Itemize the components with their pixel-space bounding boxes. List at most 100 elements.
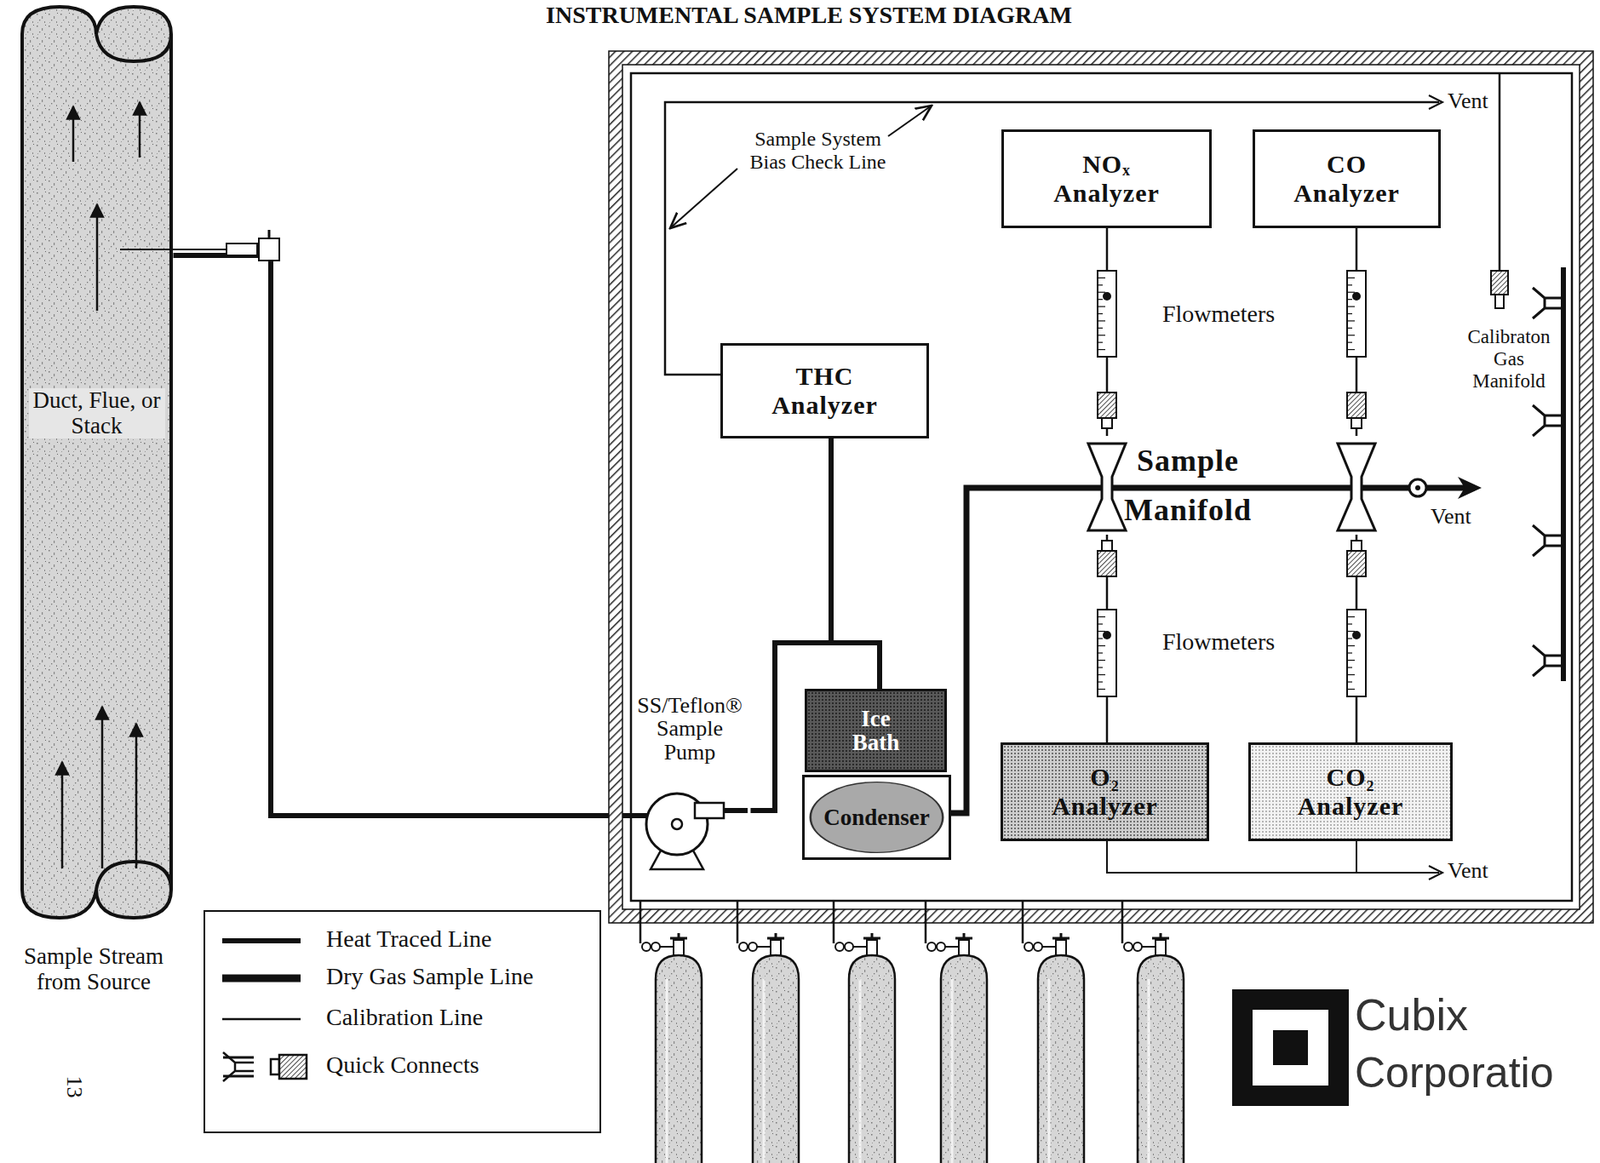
flowmeter — [1097, 284, 1103, 286]
flowmeter — [1347, 284, 1353, 286]
manifold-coupler — [1088, 443, 1126, 531]
flowmeter — [1347, 659, 1355, 661]
flowmeter — [1347, 666, 1353, 668]
gas-cylinder — [958, 940, 970, 956]
quick-connect-plug — [1347, 392, 1366, 429]
gas-cylinder — [832, 900, 836, 944]
probe-valve — [258, 238, 280, 261]
flowmeter — [1097, 313, 1103, 315]
flowmeter — [1347, 349, 1355, 350]
calibration-line — [1498, 73, 1502, 273]
quick-connect-plug — [1351, 418, 1362, 429]
node-label: SS/Teflon® Sample Pump — [636, 693, 742, 764]
flowmeter — [1347, 305, 1355, 307]
diagram-title: INSTRUMENTAL SAMPLE SYSTEM DIAGRAM — [459, 1, 1159, 29]
flowmeter — [1097, 277, 1106, 279]
company-logo — [1232, 989, 1349, 1107]
flowmeters — [1088, 270, 1376, 697]
quick-connect-plug — [1347, 550, 1366, 577]
quick-connect-socket — [1532, 405, 1561, 436]
gas-cylinder — [951, 979, 954, 1163]
gas-cylinder — [853, 946, 867, 948]
gas-cylinder — [1133, 942, 1142, 952]
flowmeter — [1097, 270, 1117, 357]
flowmeter — [1097, 342, 1103, 344]
gas-cylinder — [1141, 946, 1156, 948]
legend-sample-quick-connect — [279, 1055, 307, 1079]
gas-cylinder — [1124, 942, 1133, 952]
flowmeter — [1347, 327, 1353, 329]
vent-arrow — [1428, 95, 1443, 109]
manifold-coupler — [1337, 443, 1376, 531]
gas-cylinder — [936, 942, 946, 952]
quick-connect-plug — [1097, 540, 1117, 577]
quick-connect-plug — [1097, 550, 1117, 577]
vent-label: Vent — [1447, 858, 1489, 884]
gas-cylinder — [640, 900, 702, 1163]
gas-cylinder — [748, 942, 757, 952]
flow-arrows — [61, 762, 64, 869]
gas-cylinder — [833, 900, 895, 1163]
flowmeter — [1347, 609, 1366, 697]
gas-cylinder — [770, 940, 781, 956]
gas-cylinder — [756, 946, 771, 948]
gas-cylinder — [866, 940, 878, 956]
sample-pump: SS/Teflon® Sample Pump — [628, 693, 751, 873]
node-label: CO₂ Analyzer — [1297, 762, 1405, 822]
gas-cylinder — [1037, 955, 1084, 1163]
flow-arrows — [135, 723, 138, 869]
legend-label: Calibration Line — [326, 1003, 483, 1032]
gas-cylinder — [1155, 940, 1166, 956]
flowmeter — [1097, 674, 1106, 676]
gas-cylinders — [640, 900, 1184, 1163]
gas-cylinder — [639, 900, 643, 944]
quick-connect-plug — [1347, 540, 1366, 577]
gas-cylinder — [1024, 942, 1033, 952]
flowmeter — [1347, 270, 1366, 357]
flowmeter — [1347, 313, 1353, 315]
flowmeter — [1097, 334, 1106, 336]
flowmeter — [1097, 652, 1103, 654]
node-label: O₂ Analyzer — [1051, 762, 1159, 822]
stack-tube — [22, 6, 172, 918]
node-label: Sample Manifold — [1124, 435, 1252, 535]
calibration-loop — [630, 73, 1572, 901]
quick-connect-socket — [1532, 525, 1561, 557]
source-label: Sample Stream from Source — [8, 943, 179, 995]
flowmeter — [1097, 666, 1103, 668]
ice-bath-box: Ice Bath — [804, 688, 947, 773]
flow-arrows — [96, 204, 99, 311]
flowmeter — [1347, 688, 1355, 690]
analyzer-box: THC Analyzer — [720, 343, 930, 439]
gas-cylinder — [736, 900, 740, 944]
sample-line — [951, 487, 971, 814]
stack-illustration — [22, 6, 280, 918]
flowmeter — [1097, 305, 1106, 307]
flowmeter — [1347, 637, 1353, 639]
legend-sample-quick-connect — [223, 1052, 254, 1082]
gas-cylinder — [665, 979, 669, 1163]
condenser-box: Condenser — [802, 774, 952, 861]
legend-sample-quick-connect — [223, 1052, 307, 1082]
calibration-manifold-bar — [1560, 267, 1566, 682]
gas-cylinder — [651, 942, 660, 952]
gas-cylinder — [1021, 900, 1025, 944]
hatched-enclosure — [608, 51, 1594, 924]
sample-manifold: Sample Manifold — [970, 435, 1406, 535]
gas-cylinder — [737, 900, 799, 1163]
flowmeter — [1097, 609, 1117, 697]
gas-cylinder — [1121, 900, 1125, 944]
flowmeter — [1347, 334, 1355, 336]
flowmeter — [1102, 292, 1112, 301]
legend-sample-calibration — [222, 1018, 301, 1021]
valve-stem — [268, 229, 271, 239]
flow-arrows — [101, 706, 104, 869]
node-label: CO Analyzer — [1293, 149, 1400, 209]
flowmeter-label: Flowmeters — [1162, 628, 1275, 655]
vent-arrow — [1428, 865, 1443, 880]
legend-label: Dry Gas Sample Line — [326, 963, 534, 991]
flowmeter — [1097, 349, 1106, 350]
quick-connect-plug — [1097, 392, 1117, 429]
flowmeter — [1097, 270, 1117, 357]
